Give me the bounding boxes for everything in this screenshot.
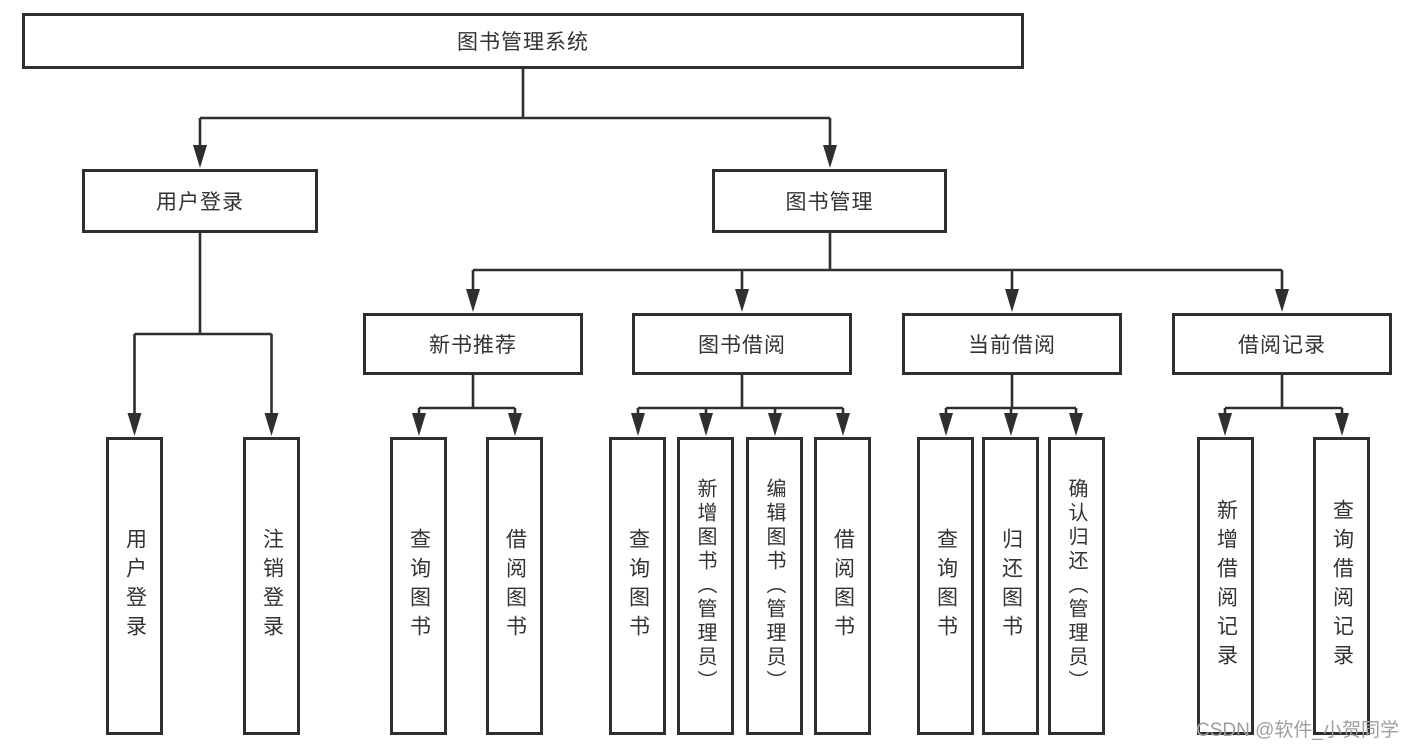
node-book-borrowing-label: 图书借阅: [698, 334, 786, 357]
node-leaf-query-borrow-record-label: 查询借阅记录: [1330, 499, 1354, 673]
node-leaf-add-borrow-record-label: 新增借阅记录: [1214, 499, 1238, 673]
arrowhead: [836, 413, 850, 436]
node-leaf-add-book-admin: 新增图书（管理员）: [677, 437, 734, 735]
node-leaf-logout-label: 注销登录: [260, 528, 284, 644]
node-leaf-borrow-books-recommend: 借阅图书: [486, 437, 543, 735]
node-leaf-logout: 注销登录: [243, 437, 300, 735]
arrowhead: [631, 413, 645, 436]
tree-edges: [133, 69, 1344, 416]
node-leaf-add-borrow-record: 新增借阅记录: [1197, 437, 1254, 735]
arrowhead: [508, 413, 522, 436]
node-borrowing-records: 借阅记录: [1172, 313, 1392, 375]
node-book-management-label: 图书管理: [785, 191, 874, 214]
node-leaf-query-books-borrowing: 查询图书: [609, 437, 666, 735]
arrowhead: [412, 413, 426, 436]
node-user-login: 用户登录: [82, 169, 318, 233]
arrowhead: [264, 413, 279, 436]
node-library-system-label: 图书管理系统: [457, 31, 589, 54]
node-leaf-query-books-borrowing-label: 查询图书: [626, 528, 650, 644]
node-leaf-edit-book-admin: 编辑图书（管理员）: [746, 437, 803, 735]
node-new-book-recommend-label: 新书推荐: [429, 334, 517, 357]
node-user-login-label: 用户登录: [156, 191, 244, 214]
node-new-book-recommend: 新书推荐: [363, 313, 583, 375]
node-leaf-query-books-recommend-label: 查询图书: [407, 528, 431, 644]
node-leaf-borrow-books: 借阅图书: [814, 437, 871, 735]
node-leaf-edit-book-admin-label: 编辑图书（管理员）: [763, 478, 785, 694]
arrowhead: [127, 413, 142, 436]
node-leaf-return-books: 归还图书: [982, 437, 1039, 735]
arrowhead: [193, 145, 207, 168]
node-leaf-query-books-current-label: 查询图书: [934, 528, 958, 644]
arrowhead: [1275, 289, 1289, 312]
node-leaf-query-books-recommend: 查询图书: [390, 437, 447, 735]
node-leaf-confirm-return-admin: 确认归还（管理员）: [1048, 437, 1105, 735]
csdn-watermark: CSDN @软件_小贺同学: [1196, 720, 1399, 741]
node-leaf-user-login-label: 用户登录: [123, 528, 147, 644]
arrowhead: [768, 413, 782, 436]
node-leaf-query-books-current: 查询图书: [917, 437, 974, 735]
node-leaf-confirm-return-admin-label: 确认归还（管理员）: [1065, 478, 1087, 694]
node-leaf-query-borrow-record: 查询借阅记录: [1313, 437, 1370, 735]
arrowhead: [823, 145, 837, 168]
arrowhead: [1005, 289, 1019, 312]
node-library-system: 图书管理系统: [22, 13, 1024, 69]
arrowhead: [1069, 413, 1083, 436]
arrowhead: [735, 289, 749, 312]
arrowhead: [466, 289, 480, 312]
node-current-borrowing-label: 当前借阅: [968, 334, 1056, 357]
node-leaf-borrow-books-label: 借阅图书: [831, 528, 855, 644]
node-book-borrowing: 图书借阅: [632, 313, 852, 375]
node-leaf-return-books-label: 归还图书: [999, 528, 1023, 644]
node-leaf-user-login: 用户登录: [106, 437, 163, 735]
arrowhead: [1004, 413, 1018, 436]
arrowhead: [1218, 413, 1232, 436]
node-leaf-borrow-books-recommend-label: 借阅图书: [503, 528, 527, 644]
arrowhead: [699, 413, 713, 436]
node-current-borrowing: 当前借阅: [902, 313, 1122, 375]
arrowhead: [939, 413, 953, 436]
node-leaf-add-book-admin-label: 新增图书（管理员）: [694, 478, 716, 694]
arrowhead: [1335, 413, 1349, 436]
node-borrowing-records-label: 借阅记录: [1238, 334, 1326, 357]
node-book-management: 图书管理: [712, 169, 947, 233]
